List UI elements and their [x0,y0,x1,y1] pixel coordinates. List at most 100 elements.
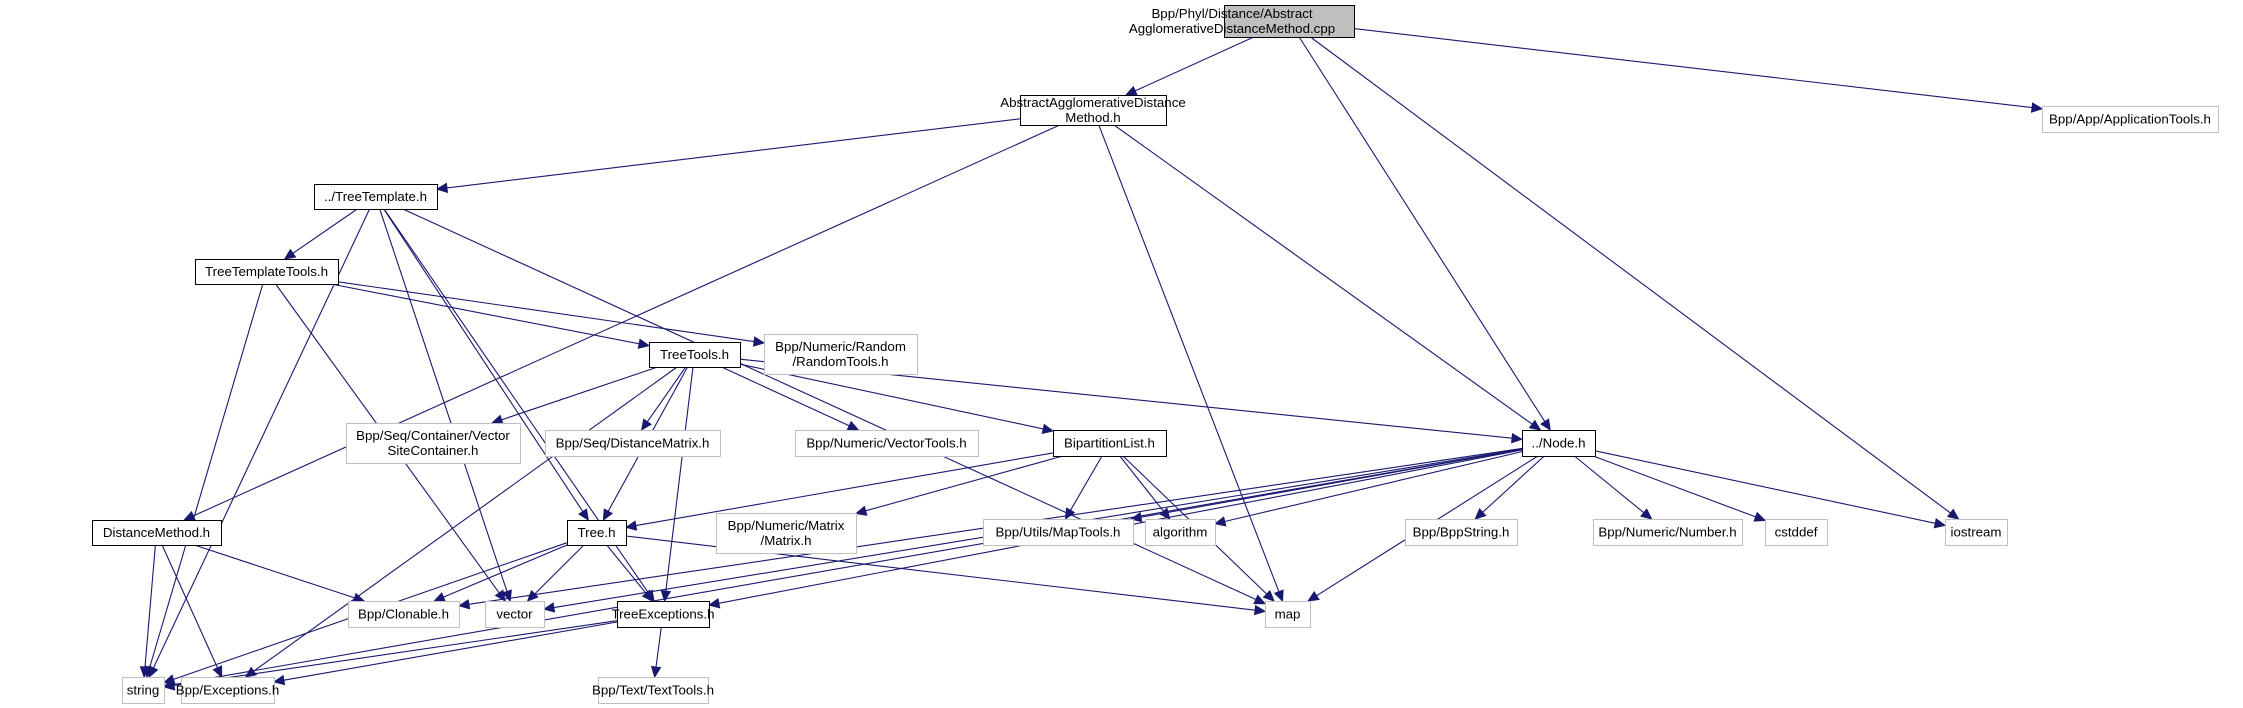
node-map: map [1265,601,1311,628]
edge-line [1113,124,1533,425]
node-node[interactable]: ../Node.h [1522,430,1596,457]
edge-treetools-to-vectortools [721,366,860,431]
node-box [348,601,460,628]
edge-bipartition-to-maptools [1064,455,1103,521]
arrowhead-icon [542,602,556,613]
node-box [617,601,710,628]
node-label: TreeTemplateTools.h [205,264,328,279]
edge-node-to-string [162,448,1523,690]
node-label: algorithm [1153,525,1208,540]
arrowhead-icon [283,248,297,260]
arrowhead-icon [139,666,151,679]
node-treeexceptions[interactable]: TreeExceptions.h [612,601,715,628]
arrowhead-icon [435,182,449,194]
edge-line [865,455,1063,512]
node-apptools: Bpp/App/ApplicationTools.h [2042,106,2219,133]
edge-distancemethod-to-string [139,544,156,679]
arrowhead-icon [752,336,766,347]
node-randomtools: Bpp/Numeric/Random/RandomTools.h [764,334,918,375]
node-label: Bpp/BppString.h [1413,525,1510,540]
arrowhead-icon [494,589,506,602]
node-string: string [122,677,165,704]
edge-treetemplatetools-to-treetools [330,283,651,349]
edge-line [1593,455,1756,518]
edge-tree-to-clonable [433,544,568,602]
node-label: vector [496,607,533,622]
node-box [1020,95,1167,126]
edge-tree-to-treeexceptions [606,544,654,602]
node-exceptions: Bpp/Exceptions.h [176,677,279,704]
node-box [314,184,438,210]
node-box [1593,519,1743,546]
arrowhead-icon [578,508,589,522]
node-label: TreeExceptions.h [612,607,715,622]
node-box [1145,519,1216,546]
arrowhead-icon [1253,604,1267,616]
node-box [1765,519,1828,546]
arrowhead-icon [1262,589,1275,602]
node-box [983,519,1134,546]
edge-line [173,448,1523,686]
node-distmatrix: Bpp/Seq/DistanceMatrix.h [545,430,721,457]
node-label: ../TreeTemplate.h [324,189,427,204]
edge-line [194,544,355,599]
edge-treeexceptions-to-exceptions [272,621,618,686]
node-box [122,677,165,704]
arrowhead-icon [490,414,504,425]
edge-line [534,544,585,595]
edge-node-to-algorithm [1213,451,1523,527]
node-bipartition[interactable]: BipartitionList.h [1053,430,1167,457]
node-cstddef: cstddef [1765,519,1828,546]
node-label: Bpp/Numeric/Matrix [728,518,845,533]
edge-line [337,281,755,343]
edge-treetools-to-treeexceptions [660,366,694,603]
edge-tree-to-vector [526,544,585,602]
node-box [1405,519,1518,546]
node-distancemethod[interactable]: DistanceMethod.h [92,520,222,546]
edge-node-to-iostream [1594,450,1947,529]
edge-line [161,544,219,669]
node-treetools[interactable]: TreeTools.h [649,342,741,368]
node-tree[interactable]: Tree.h [567,520,627,546]
node-box [1945,519,2008,546]
nodes-layer: Bpp/Phyl/Distance/AbstractAgglomerativeD… [92,5,2219,704]
node-number: Bpp/Numeric/Number.h [1593,519,1743,546]
arrowhead-icon [660,589,672,603]
arrowhead-icon [650,665,662,679]
node-label: Tree.h [578,525,616,540]
edge-treetools-to-vsc [490,366,658,425]
arrowhead-icon [707,598,721,609]
edge-node-to-maptools [1129,448,1523,523]
edge-node-to-bppstring [1474,455,1545,520]
node-label: ../Node.h [1532,436,1586,451]
edge-line [501,366,658,421]
node-box [181,677,275,704]
node-matrix: Bpp/Numeric/Matrix/Matrix.h [716,513,857,554]
arrowhead-icon [1064,507,1076,521]
arrowhead-icon [624,520,638,531]
arrowhead-icon [1933,518,1947,529]
node-box [1522,430,1596,457]
node-treetemplatetools[interactable]: TreeTemplateTools.h [195,259,339,285]
edge-treetemplate-to-vector [379,208,512,603]
node-clonable: Bpp/Clonable.h [348,601,460,628]
edge-line [1353,28,2033,109]
edge-line [1098,124,1280,592]
edge-node-to-number [1574,455,1653,520]
node-cpp[interactable]: Bpp/Phyl/Distance/AbstractAgglomerativeD… [1129,5,1355,38]
edge-line [173,620,618,687]
edge-treeexceptions-to-string [162,620,618,691]
edge-bipartition-to-tree [624,452,1054,531]
edge-line [1298,36,1546,422]
edge-treetemplatetools-to-randomtools [337,281,766,347]
node-label: AgglomerativeDistanceMethod.cpp [1129,21,1335,36]
node-maptools: Bpp/Utils/MapTools.h [983,519,1134,546]
edge-line [379,208,508,592]
edge-line [283,621,618,681]
node-label: TreeTools.h [660,347,729,362]
arrowhead-icon [1528,419,1542,431]
node-treetemplate[interactable]: ../TreeTemplate.h [314,184,438,210]
arrowhead-icon [1946,508,1960,520]
